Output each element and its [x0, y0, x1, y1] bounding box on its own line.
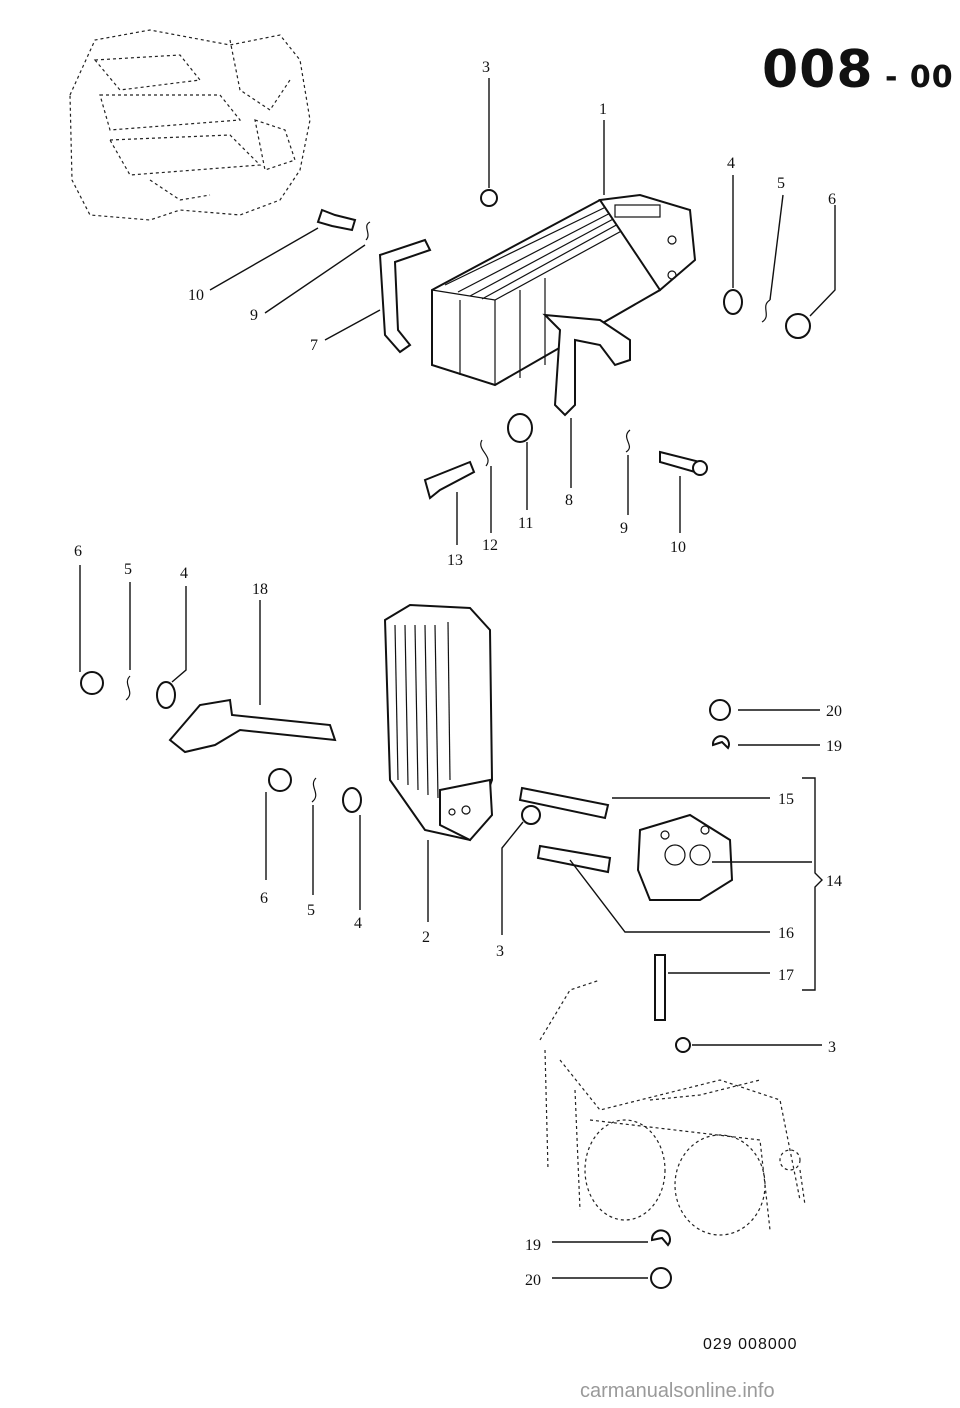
engine-block-sketch [539, 979, 806, 1236]
callout-3-bottom: 3 [828, 1039, 836, 1056]
callout-12: 12 [482, 537, 498, 554]
callout-5-left: 5 [124, 561, 132, 578]
callout-6-top: 6 [828, 191, 836, 208]
callout-20-right: 20 [826, 703, 842, 720]
bracket-7 [378, 238, 432, 354]
engine-outline-sketch [69, 29, 311, 221]
callout-19-bottom: 19 [525, 1237, 541, 1254]
hardware-upper [316, 189, 811, 500]
callout-1: 1 [599, 101, 607, 118]
bracket-8 [542, 313, 631, 417]
callout-15: 15 [778, 791, 794, 808]
oil-cooler-upper [431, 193, 697, 387]
callout-5-top: 5 [777, 175, 785, 192]
group-suffix: 00 [909, 60, 954, 95]
callout-3-top: 3 [482, 59, 490, 76]
callout-4-left: 4 [180, 565, 188, 582]
callout-10-top: 10 [188, 287, 204, 304]
page-title: 008 - 00 [762, 40, 954, 100]
callout-17: 17 [778, 967, 794, 984]
callout-14: 14 [826, 873, 842, 890]
callout-5-lower: 5 [307, 902, 315, 919]
callout-20-bottom: 20 [525, 1272, 541, 1289]
callout-18: 18 [252, 581, 268, 598]
hardware-right [518, 699, 734, 1289]
callout-9-mid: 9 [620, 520, 628, 537]
leader-lines [79, 78, 836, 1279]
callout-3-mid: 3 [496, 943, 504, 960]
oil-cooler-lower [383, 603, 494, 842]
group-number: 008 [762, 40, 874, 100]
callout-labels: 3 1 4 5 6 10 9 7 13 12 11 8 9 10 6 5 4 1… [74, 59, 842, 1289]
bracket-18 [168, 698, 337, 754]
callout-4-lower: 4 [354, 915, 362, 932]
callout-9-top: 9 [250, 307, 258, 324]
callout-19-right: 19 [826, 738, 842, 755]
callout-16: 16 [778, 925, 794, 942]
callout-11: 11 [518, 515, 533, 532]
callout-10-mid: 10 [670, 539, 686, 556]
callout-7: 7 [310, 337, 318, 354]
hardware-lower-left [80, 671, 362, 813]
callout-6-left: 6 [74, 543, 82, 560]
watermark: carmanualsonline.info [580, 1380, 775, 1402]
callout-6-lower: 6 [260, 890, 268, 907]
callout-2: 2 [422, 929, 430, 946]
callout-4-top: 4 [727, 155, 735, 172]
callout-8: 8 [565, 492, 573, 509]
callout-13: 13 [447, 552, 463, 569]
diagram-code: 029 008000 [703, 1336, 798, 1353]
